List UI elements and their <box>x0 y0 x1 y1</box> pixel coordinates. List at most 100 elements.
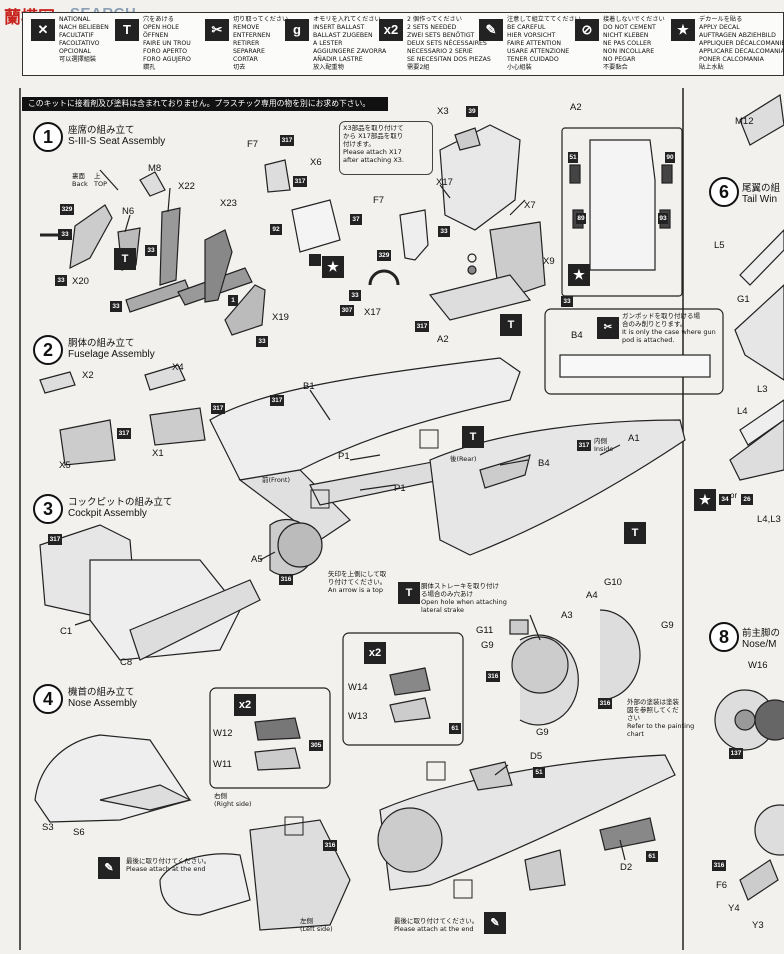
part-number: 33 <box>110 301 122 312</box>
part-number: 329 <box>60 204 74 215</box>
part-label: A5 <box>251 554 263 565</box>
part-label: F7 <box>373 195 385 206</box>
part-label: M8 <box>148 163 162 174</box>
part-label: X2 <box>82 370 94 381</box>
part-label: W14 <box>348 682 368 693</box>
notice-banner: このキットに接着剤及び塗料は含まれておりません。プラスチック専用の物を別にお求め… <box>22 97 388 111</box>
part-number: 329 <box>377 250 391 261</box>
part-label: W11 <box>213 759 232 770</box>
part-label: L5 <box>714 240 725 251</box>
part-label: X5 <box>59 460 71 471</box>
part-number: 51 <box>568 152 578 163</box>
part-label: D5 <box>530 751 543 762</box>
star-icon: ★ <box>694 489 716 511</box>
drill-icon: T <box>114 248 136 270</box>
drill-icon: T <box>115 19 139 41</box>
part-number: 1 <box>228 295 238 306</box>
drill-icon: T <box>500 314 522 336</box>
part-label: Y3 <box>752 920 764 931</box>
drill-icon: T <box>624 522 646 544</box>
part-number: 33 <box>256 336 268 347</box>
part-number: 307 <box>340 305 354 316</box>
part-label: A2 <box>437 334 449 345</box>
part-number: 317 <box>577 440 591 451</box>
or-word: or <box>730 491 738 500</box>
inside-note: 内側 Inside <box>594 437 614 453</box>
no-cement-icon: ⊘ <box>575 19 599 41</box>
part-label: L3 <box>757 384 768 395</box>
part-number: 33 <box>561 296 573 307</box>
part-label: C1 <box>60 626 73 637</box>
x2-icon: x2 <box>234 694 256 716</box>
step-4-title-en: Nose Assembly <box>68 698 137 709</box>
part-number: 33 <box>55 275 67 286</box>
part-number: 93 <box>658 213 668 224</box>
part-label: W12 <box>213 728 233 739</box>
part-label: P1 <box>338 451 350 462</box>
part-label: F7 <box>247 139 259 150</box>
part-label: X20 <box>72 276 89 287</box>
step-3-title-jp: コックピットの組み立て <box>68 497 173 508</box>
part-label: P1 <box>394 483 406 494</box>
part-number: 33 <box>349 290 361 301</box>
cut-icon: ✂ <box>597 317 619 339</box>
right-side-note: 右側 (Right side) <box>214 792 252 808</box>
step-3-title-en: Cockpit Assembly <box>68 508 147 519</box>
part-number: 92 <box>270 224 282 235</box>
part-number: 317 <box>117 428 131 439</box>
step-2-number: 2 <box>33 335 63 365</box>
part-label: X23 <box>220 198 237 209</box>
step-8-number: 8 <box>709 622 739 652</box>
x2-icon: x2 <box>379 19 403 41</box>
part-label: X19 <box>272 312 289 323</box>
back-note: 裏面 Back <box>72 172 88 188</box>
part-number: 34 <box>719 494 731 505</box>
step-6-number: 6 <box>709 177 739 207</box>
part-label: X7 <box>524 200 536 211</box>
part-number: 89 <box>576 213 586 224</box>
part-label: S6 <box>73 827 85 838</box>
gunpod-note: ガンポッドを取り付ける場 合のみ削りとります。 It is only the c… <box>622 312 716 344</box>
part-label: X9 <box>543 256 555 267</box>
step-6-title-jp: 尾翼の組 <box>742 183 781 194</box>
arrow-note: 矢印を上側にして取 り付けてください。 An arrow is a top <box>328 570 387 594</box>
careful-icon: ✎ <box>479 19 503 41</box>
step-2-title-jp: 胴体の組み立て <box>68 338 135 349</box>
part-label: S3 <box>42 822 54 833</box>
part-number: 61 <box>449 723 461 734</box>
cut-icon: ✂ <box>205 19 229 41</box>
ballast-icon: g <box>285 19 309 41</box>
part-number: 316 <box>486 671 500 682</box>
part-label: W16 <box>748 660 768 671</box>
part-label: F6 <box>716 880 728 891</box>
part-number: 316 <box>598 698 612 709</box>
part-number: 317 <box>280 135 294 146</box>
part-number: 317 <box>211 403 225 414</box>
star-icon: ★ <box>671 19 695 41</box>
part-label: W13 <box>348 711 368 722</box>
drill-icon: T <box>462 426 484 448</box>
part-number: 317 <box>270 395 284 406</box>
part-number: 137 <box>729 748 743 759</box>
optional-icon: ✕ <box>31 19 55 41</box>
part-number: 316 <box>712 860 726 871</box>
part-label: X22 <box>178 181 195 192</box>
part-number: 316 <box>323 840 337 851</box>
part-label: M12 <box>735 116 754 127</box>
part-label: Y4 <box>728 903 740 914</box>
rear-note: 後(Rear) <box>450 455 477 463</box>
careful-icon: ✎ <box>98 857 120 879</box>
strake-note: 胴体ストレーキを取り付け る場合のみ穴あけ Open hole when att… <box>421 582 507 614</box>
part-label: X1 <box>152 448 164 459</box>
part-label: G9 <box>481 640 494 651</box>
step-8-title-en: Nose/M <box>742 639 777 650</box>
star-icon: ★ <box>322 256 344 278</box>
part-label: B1 <box>303 381 315 392</box>
part-number: 39 <box>466 106 478 117</box>
step-1-title-jp: 座席の組み立て <box>68 125 135 136</box>
part-label: A1 <box>628 433 640 444</box>
step-2-title-en: Fuselage Assembly <box>68 349 155 360</box>
left-side-note: 左側 (Left side) <box>300 917 333 933</box>
part-label: X6 <box>310 157 322 168</box>
